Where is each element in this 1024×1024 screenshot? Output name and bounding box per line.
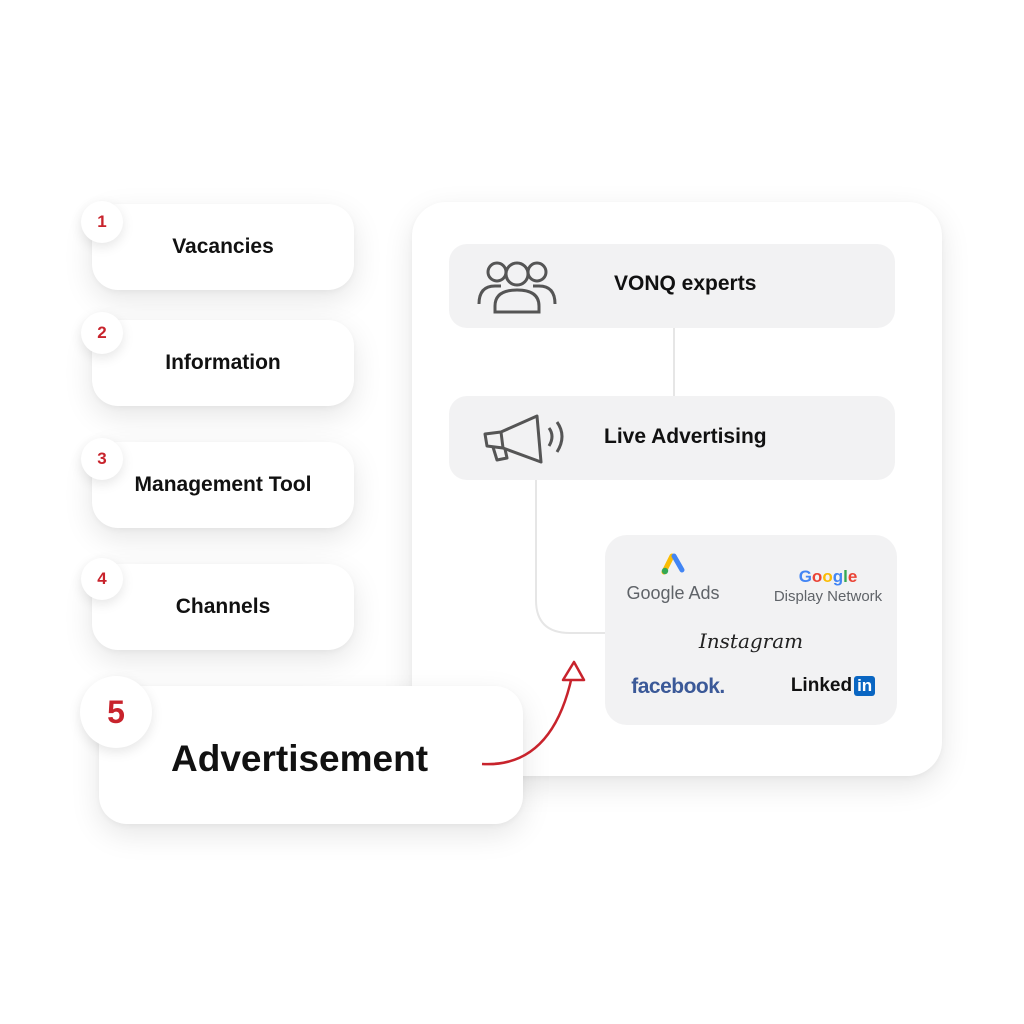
step-label: Information (165, 351, 281, 374)
step-card-vacancies[interactable]: Vacancies (92, 204, 354, 290)
step-number-badge: 1 (81, 201, 123, 243)
connector-line (673, 327, 675, 397)
step-number-badge-large: 5 (80, 676, 152, 748)
step-card-information[interactable]: Information (92, 320, 354, 406)
linkedin-in-box: in (854, 676, 876, 696)
facebook-logo: facebook. (631, 675, 725, 698)
linkedin-logo: Linked in (783, 675, 883, 697)
live-advertising-row[interactable]: Live Advertising (449, 396, 895, 480)
live-advertising-label: Live Advertising (604, 425, 767, 448)
vonq-experts-row[interactable]: VONQ experts (449, 244, 895, 328)
step-card-advertisement[interactable]: Advertisement (99, 686, 523, 824)
step-label: Vacancies (172, 235, 274, 258)
people-group-icon (477, 261, 557, 314)
step-number-badge: 2 (81, 312, 123, 354)
step-number-badge: 4 (81, 558, 123, 600)
step-label: Management Tool (134, 473, 312, 496)
step-card-management-tool[interactable]: Management Tool (92, 442, 354, 528)
step-card-channels[interactable]: Channels (92, 564, 354, 650)
google-ads-logo: Google Ads (626, 583, 720, 603)
google-wordmark: Google (798, 567, 858, 586)
display-network-label: Display Network (773, 588, 883, 605)
google-ads-icon (661, 553, 685, 575)
arrow-icon (481, 660, 586, 766)
megaphone-icon (483, 414, 564, 464)
connector-curve (535, 480, 606, 634)
instagram-logo: Instagram (698, 629, 804, 653)
channel-logos-box: Google Ads Google Display Network Instag… (605, 535, 897, 725)
step-label: Channels (175, 595, 271, 618)
google-display-network-logo: Google Display Network (763, 567, 893, 605)
advertisement-label: Advertisement (171, 738, 429, 779)
step-number-badge: 3 (81, 438, 123, 480)
vonq-experts-label: VONQ experts (614, 272, 757, 295)
